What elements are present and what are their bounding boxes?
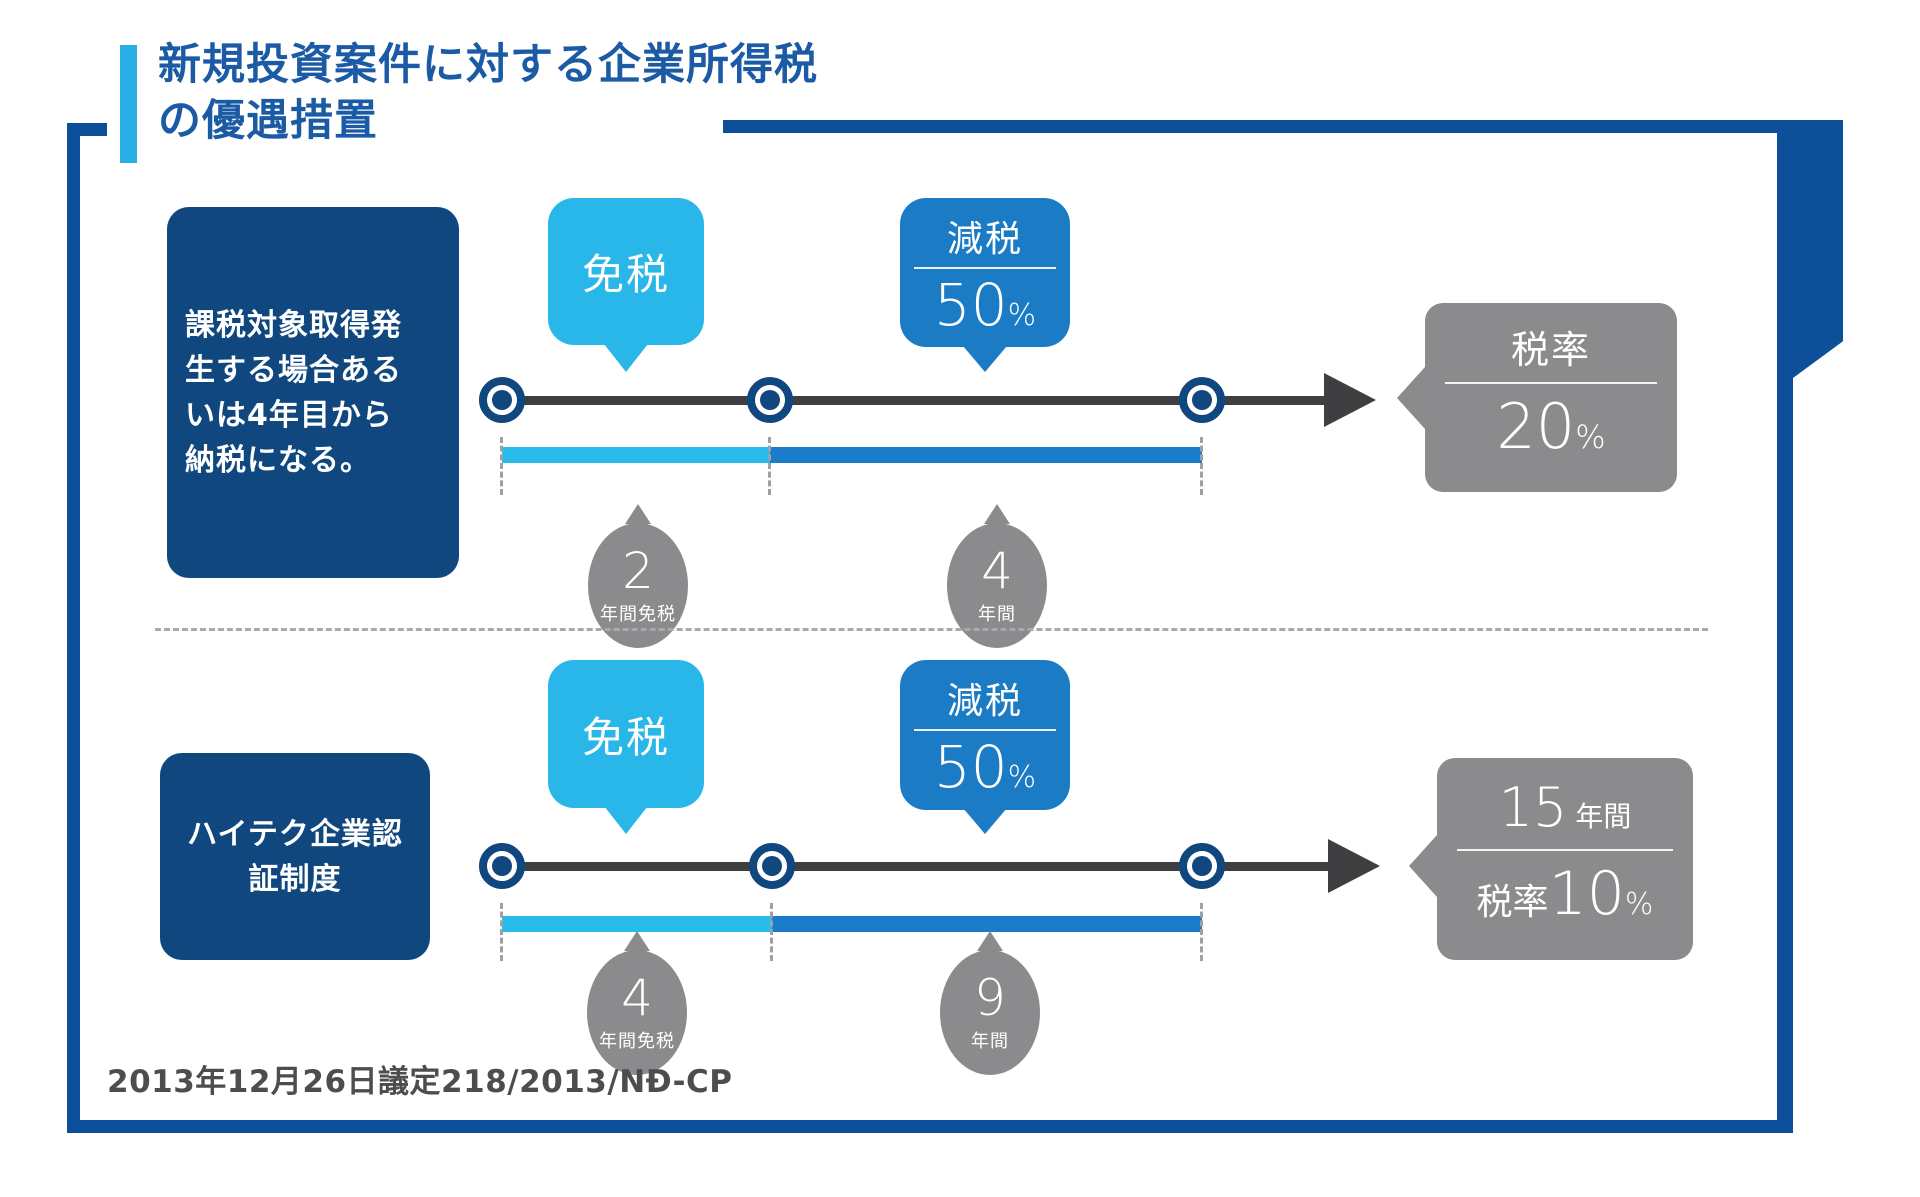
row1-period2-marker: 4 年間: [947, 523, 1047, 648]
reduction-bubble-rule: [914, 267, 1056, 269]
row1-tick-end: [1200, 437, 1203, 495]
row1-reduction-bubble: 減税 50%: [900, 198, 1070, 347]
row2-arrow-icon: [1328, 839, 1380, 893]
row2-timeline-node-3: [1179, 843, 1225, 889]
row2-result-value: 10: [1548, 859, 1625, 929]
reduction-unit: %: [1007, 298, 1037, 333]
row2-result-duration-unit: 年間: [1575, 800, 1632, 833]
page-title-line2: の優遇措置: [158, 95, 378, 146]
row2-reduced-period-bar: [772, 916, 1202, 932]
row1-timeline-node-3: [1179, 377, 1225, 423]
row1-label-line: いは4年目から: [185, 397, 393, 433]
row1-reduction-bubble-tail: [963, 346, 1007, 372]
node-core: [492, 390, 512, 410]
row2-label-line: ハイテク企業認: [187, 816, 403, 852]
row2-exemption-bubble: 免税: [548, 660, 704, 808]
period-value: 4: [981, 541, 1013, 600]
row1-arrow-icon: [1324, 373, 1376, 427]
period-value: 9: [974, 968, 1006, 1027]
period-label: 年間: [978, 603, 1016, 625]
frame-top-border: [723, 120, 1843, 133]
row1-label-card: 課税対象取得発 生する場合ある いは4年目から 納税になる。: [167, 207, 459, 578]
exemption-bubble-text: 免税: [581, 250, 670, 299]
row1-result-rule: [1445, 382, 1657, 384]
row1-result-value: 20: [1496, 390, 1576, 463]
row1-label-line: 納税になる。: [185, 442, 371, 478]
row1-period2-tail: [984, 504, 1010, 524]
node-core: [1192, 390, 1212, 410]
row1-timeline-node-1: [479, 377, 525, 423]
reduction-value: 50: [933, 733, 1008, 801]
row1-label-line: 課税対象取得発: [185, 307, 402, 343]
row2-result-duration-row: 15 年間: [1499, 776, 1632, 839]
row1-tick-start: [500, 437, 503, 495]
page-title-line1: 新規投資案件に対する企業所得税: [158, 40, 818, 90]
period-label: 年間: [971, 1030, 1009, 1052]
row1-result-label: 税率: [1510, 328, 1591, 372]
title-accent-bar: [120, 45, 137, 163]
row2-result-label: 税率: [1476, 882, 1549, 923]
row1-label-line: 生する場合ある: [185, 352, 402, 388]
frame-right-border: [1777, 120, 1793, 1133]
exemption-bubble-text: 免税: [581, 712, 670, 762]
period-label: 年間免税: [599, 1030, 675, 1052]
row1-exempt-period-bar: [502, 447, 770, 463]
row2-period2-marker: 9 年間: [940, 950, 1040, 1075]
row2-result-rule: [1457, 849, 1673, 851]
reduction-bubble-value-row: 50%: [934, 271, 1036, 339]
row1-reduced-period-bar: [770, 447, 1202, 463]
row2-tick-middle: [770, 903, 773, 961]
row2-result-bubble-tail: [1409, 835, 1437, 897]
row1-tick-middle: [768, 437, 771, 495]
row2-period2-tail: [977, 931, 1003, 951]
row2-result-unit: %: [1624, 887, 1654, 922]
reduction-bubble-label: 減税: [946, 219, 1023, 260]
row1-result-bubble: 税率 20%: [1425, 303, 1677, 492]
row2-result-duration-value: 15: [1498, 776, 1568, 839]
node-core: [1192, 856, 1212, 876]
row1-timeline-node-2: [747, 377, 793, 423]
row1-timeline-axis: [502, 396, 1324, 405]
node-core: [762, 856, 782, 876]
row2-label-card: ハイテク企業認 証制度: [160, 753, 430, 960]
reduction-bubble-label: 減税: [946, 681, 1023, 722]
row2-period1-marker: 4 年間免税: [587, 950, 687, 1075]
row1-exemption-bubble: 免税: [548, 198, 704, 345]
node-core: [760, 390, 780, 410]
row2-label-line: 証制度: [248, 861, 342, 897]
row2-timeline-axis: [502, 862, 1328, 871]
row2-timeline-node-1: [479, 843, 525, 889]
row1-period1-marker: 2 年間免税: [588, 523, 688, 648]
row2-period1-tail: [624, 931, 650, 951]
period-label: 年間免税: [600, 603, 676, 625]
reduction-unit: %: [1007, 760, 1037, 795]
period-value: 2: [622, 541, 654, 600]
frame-bottom-border: [67, 1120, 1793, 1133]
frame-left-border: [67, 123, 80, 1133]
row1-result-value-row: 20%: [1496, 390, 1605, 463]
reduction-value: 50: [933, 271, 1008, 339]
row1-result-unit: %: [1575, 418, 1606, 456]
frame-top-left-stub: [67, 123, 107, 136]
row2-tick-end: [1200, 903, 1203, 961]
page-title: 新規投資案件に対する企業所得税 の優遇措置: [158, 38, 818, 150]
row2-timeline-node-2: [749, 843, 795, 889]
row1-period1-tail: [625, 504, 651, 524]
reduction-bubble-value-row: 50%: [934, 733, 1036, 801]
node-core: [492, 856, 512, 876]
row2-reduction-bubble-tail: [963, 808, 1007, 834]
row2-reduction-bubble: 減税 50%: [900, 660, 1070, 810]
footer-note: 2013年12月26日議定218/2013/NĐ-CP: [107, 1064, 733, 1100]
row2-exemption-bubble-tail: [604, 806, 648, 834]
row2-exempt-period-bar: [502, 916, 772, 932]
row2-tick-start: [500, 903, 503, 961]
reduction-bubble-rule: [914, 729, 1056, 731]
row1-result-bubble-tail: [1397, 367, 1425, 429]
frame-corner-fold: [1793, 133, 1843, 378]
row-divider: [155, 628, 1708, 631]
row1-exemption-bubble-tail: [604, 344, 648, 372]
period-value: 4: [621, 968, 653, 1027]
